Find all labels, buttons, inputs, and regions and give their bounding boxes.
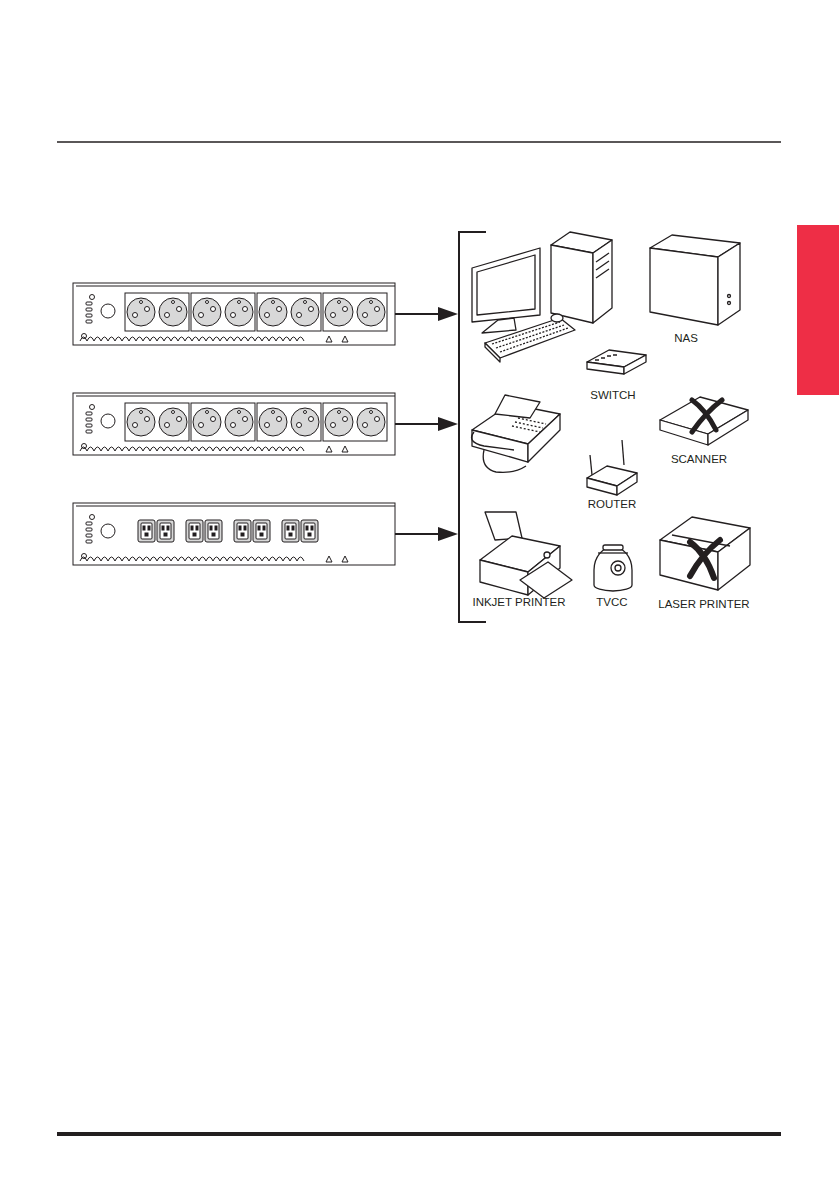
tvcc-camera	[594, 545, 632, 591]
top-rule	[57, 141, 781, 143]
device-label: TVCC	[596, 597, 627, 609]
monitor	[472, 248, 540, 333]
device-label: ROUTER	[588, 499, 637, 511]
laser-printer	[660, 517, 750, 590]
switch	[587, 350, 646, 374]
side-tab	[797, 225, 839, 395]
keyboard	[485, 314, 575, 362]
device-label: INKJET PRINTER	[472, 597, 565, 609]
device-label: NAS	[674, 333, 698, 345]
router	[587, 440, 637, 495]
devices	[472, 232, 750, 598]
power-strips	[73, 283, 395, 565]
device-label: LASER PRINTER	[658, 599, 749, 611]
power-strip	[73, 393, 395, 455]
arrows	[395, 307, 458, 541]
device-label: SCANNER	[671, 454, 727, 466]
power-strip	[73, 283, 395, 345]
scanner	[660, 397, 748, 445]
device-label: SWITCH	[590, 390, 635, 402]
power-strip	[73, 503, 395, 565]
inkjet-printer	[480, 512, 572, 598]
pc-tower	[551, 232, 612, 323]
fax	[472, 395, 560, 472]
bottom-rule	[57, 1132, 781, 1136]
nas	[650, 235, 740, 325]
